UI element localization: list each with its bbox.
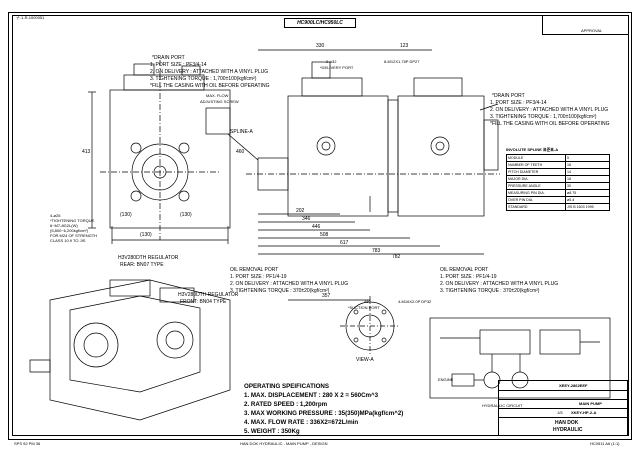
title-block: XEEY-2862EEF MAIN PUMP 1/5 XKEY-HP-2-A H…	[498, 380, 628, 436]
view-a-note: 4-M16X2.0P DP32	[398, 299, 432, 304]
dim-460: 460	[236, 149, 245, 155]
specs-heading: OPERATING SPEIFICATIONS	[244, 383, 330, 390]
dim-130-a: (130)	[120, 212, 132, 218]
drain-port-right-line-4: *FILL THE CASING WITH OIL BEFORE OPERATI…	[490, 121, 610, 127]
outer-frame	[8, 12, 632, 440]
dim-617: 617	[340, 240, 349, 246]
footer-right: HC0511 A6 (1:1)	[590, 441, 620, 446]
spline-a-label: SPLINE-A	[230, 129, 253, 135]
dim-330: 330	[316, 43, 325, 49]
spec-line-4: 4. MAX. FLOW RATE : 336X2=672L/min	[244, 419, 359, 426]
hydraulic-circuit	[429, 317, 611, 399]
dim-346: 346	[302, 216, 311, 222]
drain-port-left-line-3: 3. TIGHTENING TORQUE : 1,700±100(kgf/cm²…	[150, 76, 257, 82]
suction-port-label: *SUCTION PORT	[348, 305, 380, 310]
delivery-port-code: 2-ø32	[326, 59, 337, 64]
spec-line-3: 3. MAX WORKING PRESSURE : 35(350)MPa(kgf…	[244, 410, 404, 417]
bolt-note-4: (5,800~6,200kgf/cm²)	[50, 228, 89, 233]
table-row: MEASURING PIN DIA.ø8.75	[505, 189, 610, 197]
spec-line-1: 1. MAX. DISPLACEMENT : 280 X 2 = 560Cm^3	[244, 392, 379, 399]
top-right-note: 8-M12X1.75P DP27	[384, 59, 420, 64]
drain-port-right-heading: *DRAIN PORT	[492, 93, 525, 99]
regulator-rear-1: H3V280DTH REGULATOR	[118, 255, 179, 261]
pump-side-view	[246, 49, 500, 301]
revision-block: APPROVAL	[542, 15, 629, 35]
dim-130-c: (130)	[180, 212, 192, 218]
drawing-number: XKEY-HP-2-A	[571, 410, 597, 415]
dim-357: 357	[322, 293, 331, 299]
involute-title: INVOLUTE SPLINE 표준표-A	[506, 147, 559, 152]
spec-line-2: 2. RATED SPEED : 1,200rpm	[244, 401, 328, 408]
drain-port-left-heading: *DRAIN PORT	[152, 55, 185, 61]
scale: 1/5	[557, 410, 563, 415]
oil-removal-left-2: 2. ON DELIVERY : ATTACHED WITH A VINYL P…	[230, 281, 349, 287]
dim-782: 782	[392, 254, 401, 260]
dim-413: 413	[82, 149, 91, 155]
drain-port-right-line-1: 1. PORT SIZE : PF3/4-14	[490, 100, 547, 106]
table-row: OVER PIN DIA.ø5.4	[505, 196, 610, 204]
bolt-note-6: CLASS 10.9 TO JIS	[50, 238, 86, 243]
drain-port-right-line-3: 3. TIGHTENING TORQUE : 1,700±100(kgf/cm²…	[490, 114, 597, 120]
oil-removal-right-2: 2. ON DELIVERY : ATTACHED WITH A VINYL P…	[440, 281, 559, 287]
dim-130-b: (130)	[140, 232, 152, 238]
drain-port-left-line-1: 1. PORT SIZE : PF3/4-14	[150, 62, 207, 68]
delivery-port-label: *DELIVERY PORT	[320, 65, 354, 70]
bolt-note-1: 4-ø26	[50, 213, 61, 218]
oil-removal-right-1: 1. PORT SIZE : PF1/4-19	[440, 274, 497, 280]
part-name: MAIN PUMP	[579, 401, 602, 406]
pump-isometric-view	[29, 279, 231, 421]
bolt-note-5: FOR M24 OF STRENGTH	[50, 233, 98, 238]
regulator-rear-2: REAR: BN07 TYPE	[120, 262, 164, 268]
dim-460-b: 460	[364, 299, 371, 304]
dim-446: 446	[312, 224, 321, 230]
pump-front-view	[88, 60, 231, 244]
view-a-flange	[340, 296, 400, 356]
inner-frame	[12, 15, 629, 436]
max-flow-screw-2: ADJUSTING SCREW	[200, 99, 239, 104]
dim-202: 202	[296, 208, 305, 214]
bolt-note-2: *TIGHTENING TORQUE	[50, 218, 95, 223]
spec-line-5: 5. WEIGHT : 350Kg	[244, 428, 300, 435]
oil-removal-right-3: 3. TIGHTENING TORQUE : 370±20(kgf/cm²)	[440, 288, 540, 294]
drain-port-left-line-2: 2. ON DELIVERY : ATTACHED WITH A VINYL P…	[150, 69, 269, 75]
regulator-front-2: FRONT: BN04 TYPE	[180, 299, 227, 305]
company-name-1: HAN DOK	[555, 420, 579, 426]
footer-center: HAN DOK HYDRAULIC - MAIN PUMP - DESIGN	[240, 441, 328, 446]
model-title: HC900LC/HC950LC	[284, 18, 356, 28]
table-row: MAJOR DIA.18	[505, 175, 610, 183]
top-left-code: 구-1-R-1000051	[16, 15, 45, 20]
dim-508: 508	[320, 232, 329, 238]
regulator-front-1: H3V280DTH REGULATOR	[178, 292, 239, 298]
operating-specifications: OPERATING SPEIFICATIONS 1. MAX. DISPLACE…	[244, 382, 403, 436]
oil-removal-left-3: 3. TIGHTENING TORQUE : 370±20(kgf/cm²)	[230, 288, 330, 294]
view-a-label: VIEW-A	[356, 357, 374, 363]
drain-port-right-line-2: 2. ON DELIVERY : ATTACHED WITH A VINYL P…	[490, 107, 609, 113]
company-name-2: HYDRAULIC	[553, 427, 583, 433]
oil-removal-left-heading: OIL REMOVAL PORT	[230, 267, 279, 273]
approval-label: APPROVAL	[581, 28, 603, 33]
footer-left: SPS 92 PM 36	[14, 441, 41, 446]
hydraulic-circuit-label: HYDRAULIC CIRCUIT	[482, 403, 523, 408]
drain-port-left-line-4: *FILL THE CASING WITH OIL BEFORE OPERATI…	[150, 83, 270, 89]
dim-123: 123	[400, 43, 409, 49]
oil-removal-right-heading: OIL REMOVAL PORT	[440, 267, 489, 273]
max-flow-screw-1: MAX. FLOW	[206, 93, 229, 98]
oil-removal-left-1: 1. PORT SIZE : PF1/4-19	[230, 274, 287, 280]
bolt-note-3: 6~M7-8G2L(W)	[50, 223, 78, 228]
part-number: XEEY-2862EEF	[559, 383, 588, 388]
dim-783: 783	[372, 248, 381, 254]
engine-label: ENGINE	[438, 377, 454, 382]
